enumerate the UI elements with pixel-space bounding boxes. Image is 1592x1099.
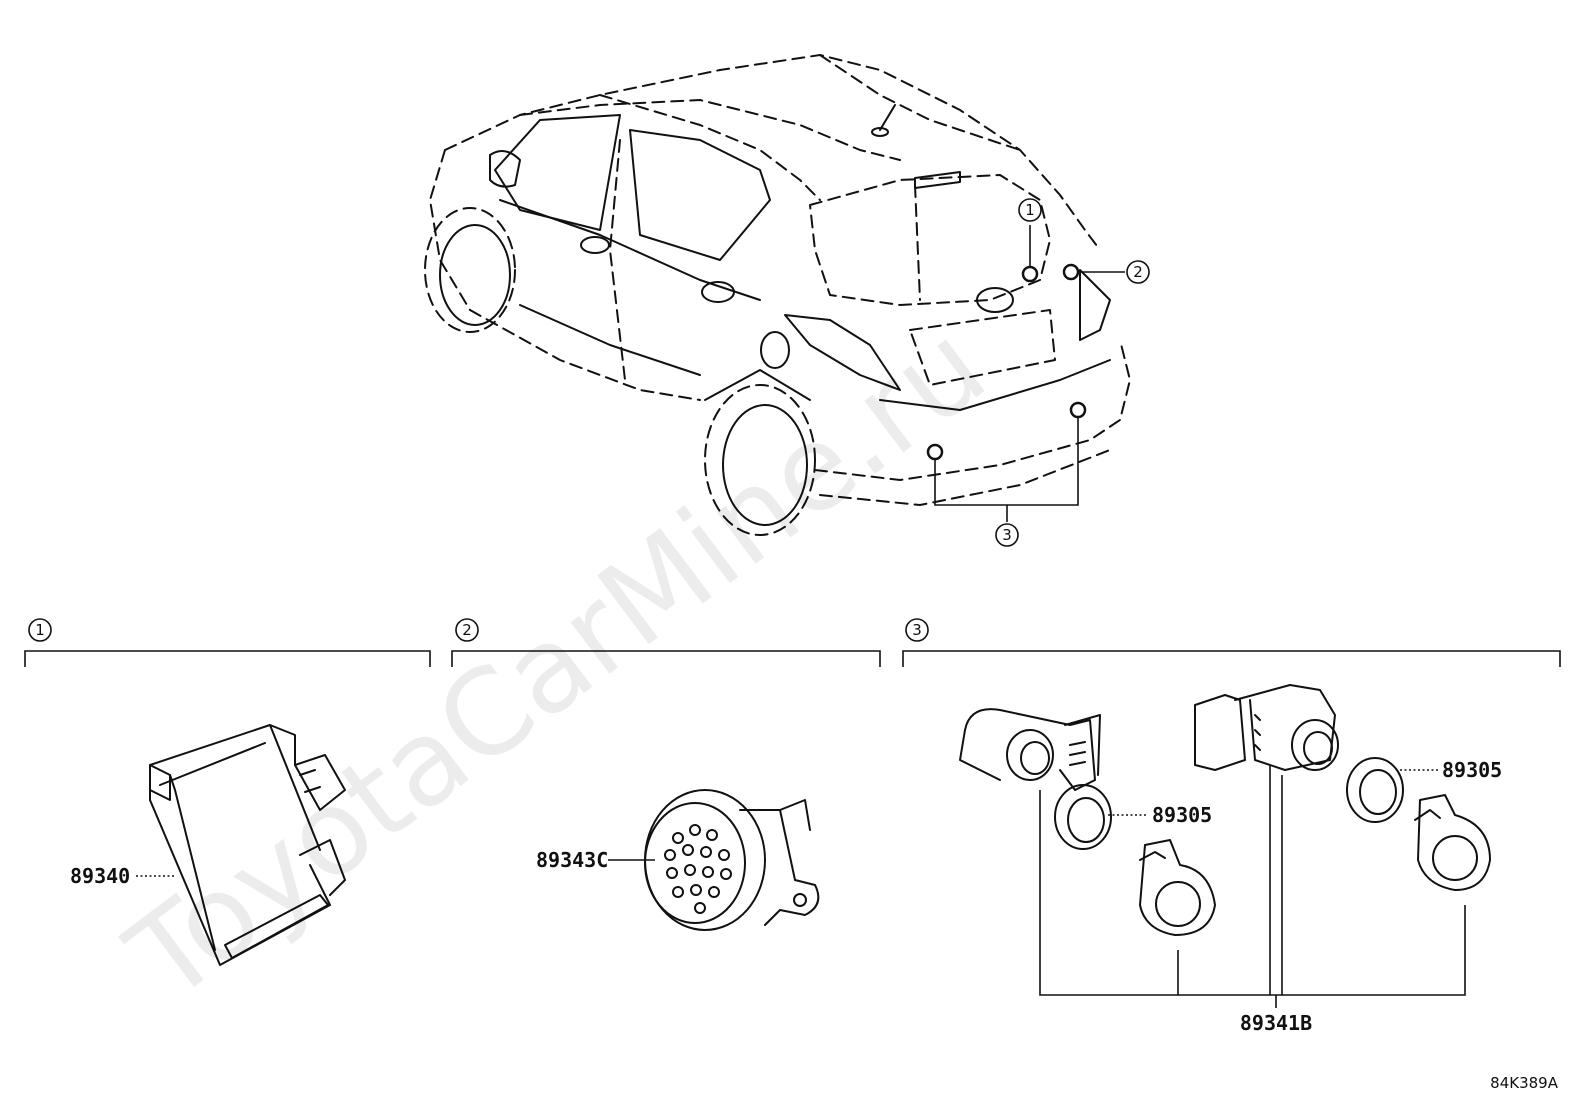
callout-2-vehicle: 2	[1133, 263, 1143, 281]
sensor-right-drawing	[1194, 684, 1491, 891]
part-number-controller: 89340	[70, 864, 130, 888]
section-2-label: 2	[462, 621, 472, 639]
buzzer-drawing	[644, 789, 820, 931]
part-number-retainer-left: 89305	[1152, 803, 1212, 827]
part-number-buzzer: 89343C	[536, 848, 608, 872]
figure-code: 84K389A	[1490, 1074, 1559, 1092]
part-number-sensor: 89341B	[1240, 1011, 1312, 1035]
part-number-retainer-right: 89305	[1442, 758, 1502, 782]
section-3-label: 3	[912, 621, 922, 639]
callout-3-vehicle: 3	[1002, 526, 1012, 544]
section-3-header: 3	[902, 618, 1561, 667]
watermark: ToyotaCarMine.ru	[103, 297, 1010, 1028]
section-1-label: 1	[35, 621, 45, 639]
section-2-header: 2	[451, 618, 881, 667]
section-1-header: 1	[24, 618, 431, 667]
callout-1-vehicle: 1	[1025, 201, 1035, 219]
vehicle-illustration: 1 2 3	[424, 54, 1150, 547]
sensor-left-drawing	[959, 708, 1216, 936]
controller-unit-drawing	[149, 724, 346, 966]
